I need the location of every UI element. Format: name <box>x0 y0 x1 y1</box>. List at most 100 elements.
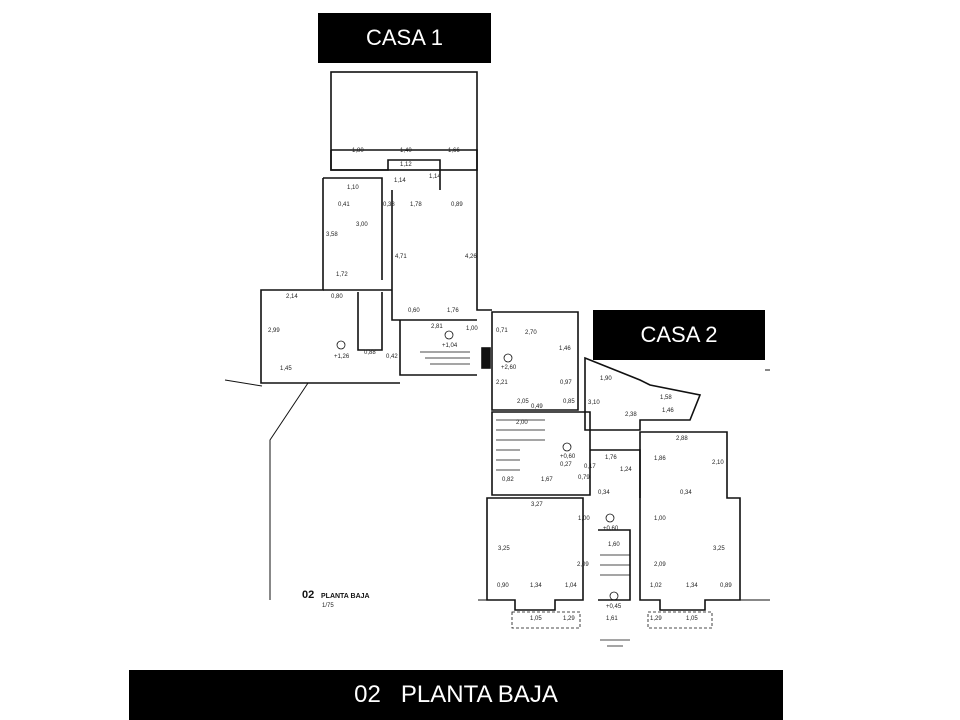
dim-label: +0,60 <box>603 526 619 532</box>
dim-label: 0,88 <box>364 350 376 356</box>
dim-label: 1,76 <box>605 455 617 461</box>
casa1-entry-wall <box>399 320 477 376</box>
casa1-right-wall <box>331 149 492 311</box>
dim-label: 1,10 <box>347 185 359 191</box>
casa2-label: CASA 2 <box>593 310 765 360</box>
dim-label: 1,34 <box>530 583 542 589</box>
dim-label: +1,26 <box>334 354 350 360</box>
dim-label: 2,81 <box>431 324 443 330</box>
dim-label: 1,04 <box>565 583 577 589</box>
dim-label: 2,09 <box>654 562 666 568</box>
casa1-kitchen-wall <box>391 190 477 321</box>
dim-label: 1,14 <box>394 178 406 184</box>
casa2-left-room <box>486 497 584 611</box>
casa1-inner-top <box>330 150 441 190</box>
dim-label: 1,05 <box>686 616 698 622</box>
dim-label: 1,40 <box>400 148 412 154</box>
dim-label: 0,27 <box>560 462 572 468</box>
dim-label: +0,60 <box>560 454 576 460</box>
dim-label: 2,00 <box>516 420 528 426</box>
casa2-hall <box>590 449 641 498</box>
dim-label: 4,26 <box>465 254 477 260</box>
dim-label: 0,80 <box>331 294 343 300</box>
dim-label: 0,41 <box>338 202 350 208</box>
dim-label: 1,29 <box>563 616 575 622</box>
dim-label: 1,80 <box>352 148 364 154</box>
plan-title-number: 02 <box>302 589 314 601</box>
footer-title: 02 PLANTA BAJA <box>129 670 783 720</box>
casa2-entry-steps <box>600 554 630 576</box>
casa1-bath-wall <box>323 177 383 280</box>
dim-label: 3,10 <box>588 400 600 406</box>
dim-label: 0,34 <box>598 490 610 496</box>
dim-label: 1,72 <box>336 272 348 278</box>
wall-block <box>481 347 491 369</box>
dim-label: 1,58 <box>660 395 672 401</box>
dim-label: 0,85 <box>563 399 575 405</box>
dim-label: 1,90 <box>600 376 612 382</box>
casa1-label: CASA 1 <box>318 13 491 63</box>
dim-label: 1,29 <box>650 616 662 622</box>
dim-label: 3,00 <box>356 222 368 228</box>
dim-label: 1,00 <box>578 516 590 522</box>
dim-label: 1,76 <box>447 308 459 314</box>
dim-label: 1,12 <box>400 162 412 168</box>
dim-label: 0,82 <box>502 477 514 483</box>
level-marker <box>609 591 619 601</box>
dim-label: 2,14 <box>286 294 298 300</box>
dim-label: 2,21 <box>496 380 508 386</box>
dim-label: 1,60 <box>608 542 620 548</box>
casa2-living <box>491 311 579 411</box>
patio-area <box>330 71 478 171</box>
level-marker <box>605 513 615 523</box>
casa1-left-wall <box>260 178 400 384</box>
plan-scale: 1/75 <box>322 603 334 609</box>
dim-label: 1,00 <box>654 516 666 522</box>
dim-label: 0,60 <box>408 308 420 314</box>
dim-label: 1,66 <box>448 148 460 154</box>
front-steps <box>600 639 630 647</box>
casa2-stairs <box>496 419 545 471</box>
casa2-angled-room <box>584 356 702 431</box>
dim-label: 2,99 <box>268 328 280 334</box>
dim-label: 4,71 <box>395 254 407 260</box>
dim-label: 1,00 <box>466 326 478 332</box>
dim-label: 2,38 <box>625 412 637 418</box>
street-line <box>224 379 309 600</box>
casa1-closet <box>357 292 383 351</box>
dim-label: 0,38 <box>383 202 395 208</box>
level-marker <box>336 340 346 350</box>
casa1-stairs <box>420 351 470 365</box>
dim-label: 0,42 <box>386 354 398 360</box>
dim-label: 1,02 <box>650 583 662 589</box>
casa2-right-room <box>639 431 741 611</box>
dim-label: 0,49 <box>531 404 543 410</box>
dim-label: 1,14 <box>429 174 441 180</box>
dim-label: 0,34 <box>680 490 692 496</box>
dim-label: 0,17 <box>584 464 596 470</box>
dim-label: 0,79 <box>578 475 590 481</box>
level-marker <box>503 353 513 363</box>
level-marker <box>444 330 454 340</box>
dim-label: 2,10 <box>712 460 724 466</box>
casa2-stair-room <box>491 411 591 496</box>
dim-label: 1,46 <box>559 346 571 352</box>
dim-label: 1,45 <box>280 366 292 372</box>
dim-label: 1,61 <box>606 616 618 622</box>
dim-label: +2,60 <box>501 365 517 371</box>
dim-label: 0,71 <box>496 328 508 334</box>
dim-label: 0,97 <box>560 380 572 386</box>
dim-label: 2,05 <box>517 399 529 405</box>
dim-label: 3,58 <box>326 232 338 238</box>
dim-label: 1,78 <box>410 202 422 208</box>
dim-label: 3,25 <box>498 546 510 552</box>
front-garden <box>511 611 713 629</box>
dim-label: 1,67 <box>541 477 553 483</box>
dim-label: 1,24 <box>620 467 632 473</box>
dim-label: 2,88 <box>676 436 688 442</box>
dim-label: 1,86 <box>654 456 666 462</box>
dim-label: +0,45 <box>606 604 622 610</box>
dim-label: 1,05 <box>530 616 542 622</box>
dim-label: 1,46 <box>662 408 674 414</box>
